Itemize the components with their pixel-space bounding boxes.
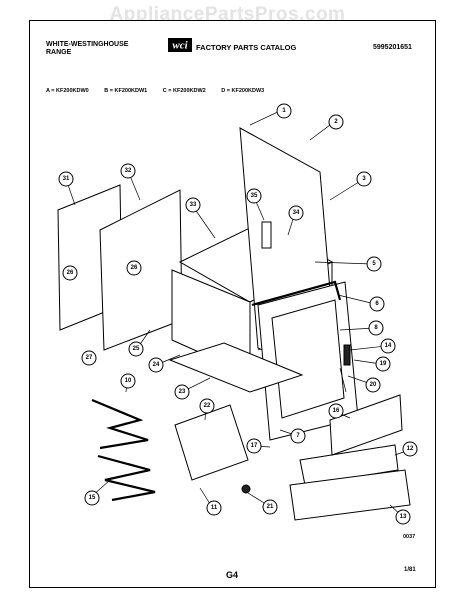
watermark: AppliancePartsPros.com xyxy=(109,4,346,25)
callout-33: 33 xyxy=(185,197,201,213)
door-window xyxy=(271,299,345,419)
callout-35: 35 xyxy=(246,188,262,204)
svg-text:33: 33 xyxy=(190,202,197,208)
svg-text:13: 13 xyxy=(400,514,407,520)
hinge xyxy=(343,344,351,366)
callout-16: 16 xyxy=(328,403,344,419)
callout-34: 34 xyxy=(288,205,304,221)
callout-21: 21 xyxy=(262,499,278,515)
svg-text:1: 1 xyxy=(282,108,286,114)
callout-14: 14 xyxy=(380,338,396,354)
callout-20: 20 xyxy=(365,377,381,393)
svg-text:10: 10 xyxy=(125,378,132,384)
svg-text:17: 17 xyxy=(251,443,258,449)
svg-text:22: 22 xyxy=(204,403,211,409)
svg-text:12: 12 xyxy=(407,446,414,452)
callout-12: 12 xyxy=(402,441,418,457)
callout-31: 31 xyxy=(58,171,74,187)
callout-25: 25 xyxy=(128,341,144,357)
callout-3: 3 xyxy=(356,171,372,187)
callout-26-left: 26 xyxy=(62,265,78,281)
svg-text:19: 19 xyxy=(380,361,387,367)
callout-22: 22 xyxy=(199,398,215,414)
model-c: C = KF200KDW2 xyxy=(162,88,206,94)
svg-text:6: 6 xyxy=(375,301,379,307)
callout-10: 10 xyxy=(120,373,136,389)
svg-text:wci: wci xyxy=(172,40,188,52)
svg-text:20: 20 xyxy=(370,382,377,388)
svg-text:27: 27 xyxy=(86,355,93,361)
svg-text:23: 23 xyxy=(179,389,186,395)
callout-19: 19 xyxy=(375,356,391,372)
catalog-title: FACTORY PARTS CATALOG xyxy=(196,43,297,52)
callout-24: 24 xyxy=(148,357,164,373)
callout-15: 15 xyxy=(84,490,100,506)
wci-logo: wci xyxy=(168,38,192,52)
svg-text:14: 14 xyxy=(385,343,392,349)
callout-13: 13 xyxy=(395,509,411,525)
broil-element xyxy=(97,454,156,502)
svg-text:26: 26 xyxy=(131,265,138,271)
svg-text:34: 34 xyxy=(293,210,300,216)
svg-text:7: 7 xyxy=(296,433,300,439)
svg-text:31: 31 xyxy=(63,176,70,182)
model-b: B = KF200KDW1 xyxy=(104,88,148,94)
callout-11: 11 xyxy=(206,500,222,516)
callout-23: 23 xyxy=(174,384,190,400)
callout-1: 1 xyxy=(276,103,292,119)
leveling-leg xyxy=(241,484,251,494)
revision-date: 1/81 xyxy=(404,567,416,573)
broiler-drawer xyxy=(329,394,403,456)
door-gasket xyxy=(251,280,342,307)
bottom-pan xyxy=(168,342,304,393)
callout-8: 8 xyxy=(368,320,384,336)
svg-text:11: 11 xyxy=(211,505,218,511)
page-code: G4 xyxy=(226,570,239,580)
svg-text:35: 35 xyxy=(251,193,258,199)
svg-text:5: 5 xyxy=(372,261,376,267)
svg-text:3: 3 xyxy=(362,176,366,182)
callout-7: 7 xyxy=(290,428,306,444)
kick-plate xyxy=(174,404,249,481)
svg-text:21: 21 xyxy=(267,504,274,510)
svg-text:2: 2 xyxy=(334,119,338,125)
svg-text:16: 16 xyxy=(333,408,340,414)
callout-6: 6 xyxy=(369,296,385,312)
brand-name: WHITE-WESTINGHOUSE RANGE xyxy=(46,41,129,56)
callout-27: 27 xyxy=(81,350,97,366)
svg-text:24: 24 xyxy=(153,362,160,368)
callout-17: 17 xyxy=(246,438,262,454)
svg-text:26: 26 xyxy=(67,270,74,276)
callout-32: 32 xyxy=(120,163,136,179)
bake-element xyxy=(91,398,149,450)
figure-code: 0037 xyxy=(403,534,416,540)
svg-text:8: 8 xyxy=(374,325,378,331)
callout-5: 5 xyxy=(366,256,382,272)
svg-text:25: 25 xyxy=(133,346,140,352)
callout-26-right: 26 xyxy=(126,260,142,276)
model-list: A = KF200KDW0 B = KF200KDW1 C = KF200KDW… xyxy=(46,88,278,94)
model-d: D = KF200KDW3 xyxy=(221,88,265,94)
catalog-part-number: 5995201651 xyxy=(373,44,412,51)
hinge-pin xyxy=(339,367,347,393)
svg-text:15: 15 xyxy=(89,495,96,501)
oven-vent xyxy=(261,221,272,249)
callout-2: 2 xyxy=(328,114,344,130)
svg-text:32: 32 xyxy=(125,168,132,174)
broiler-pan xyxy=(289,469,411,521)
broiler-pan-insert xyxy=(299,444,399,486)
model-a: A = KF200KDW0 xyxy=(46,88,89,94)
